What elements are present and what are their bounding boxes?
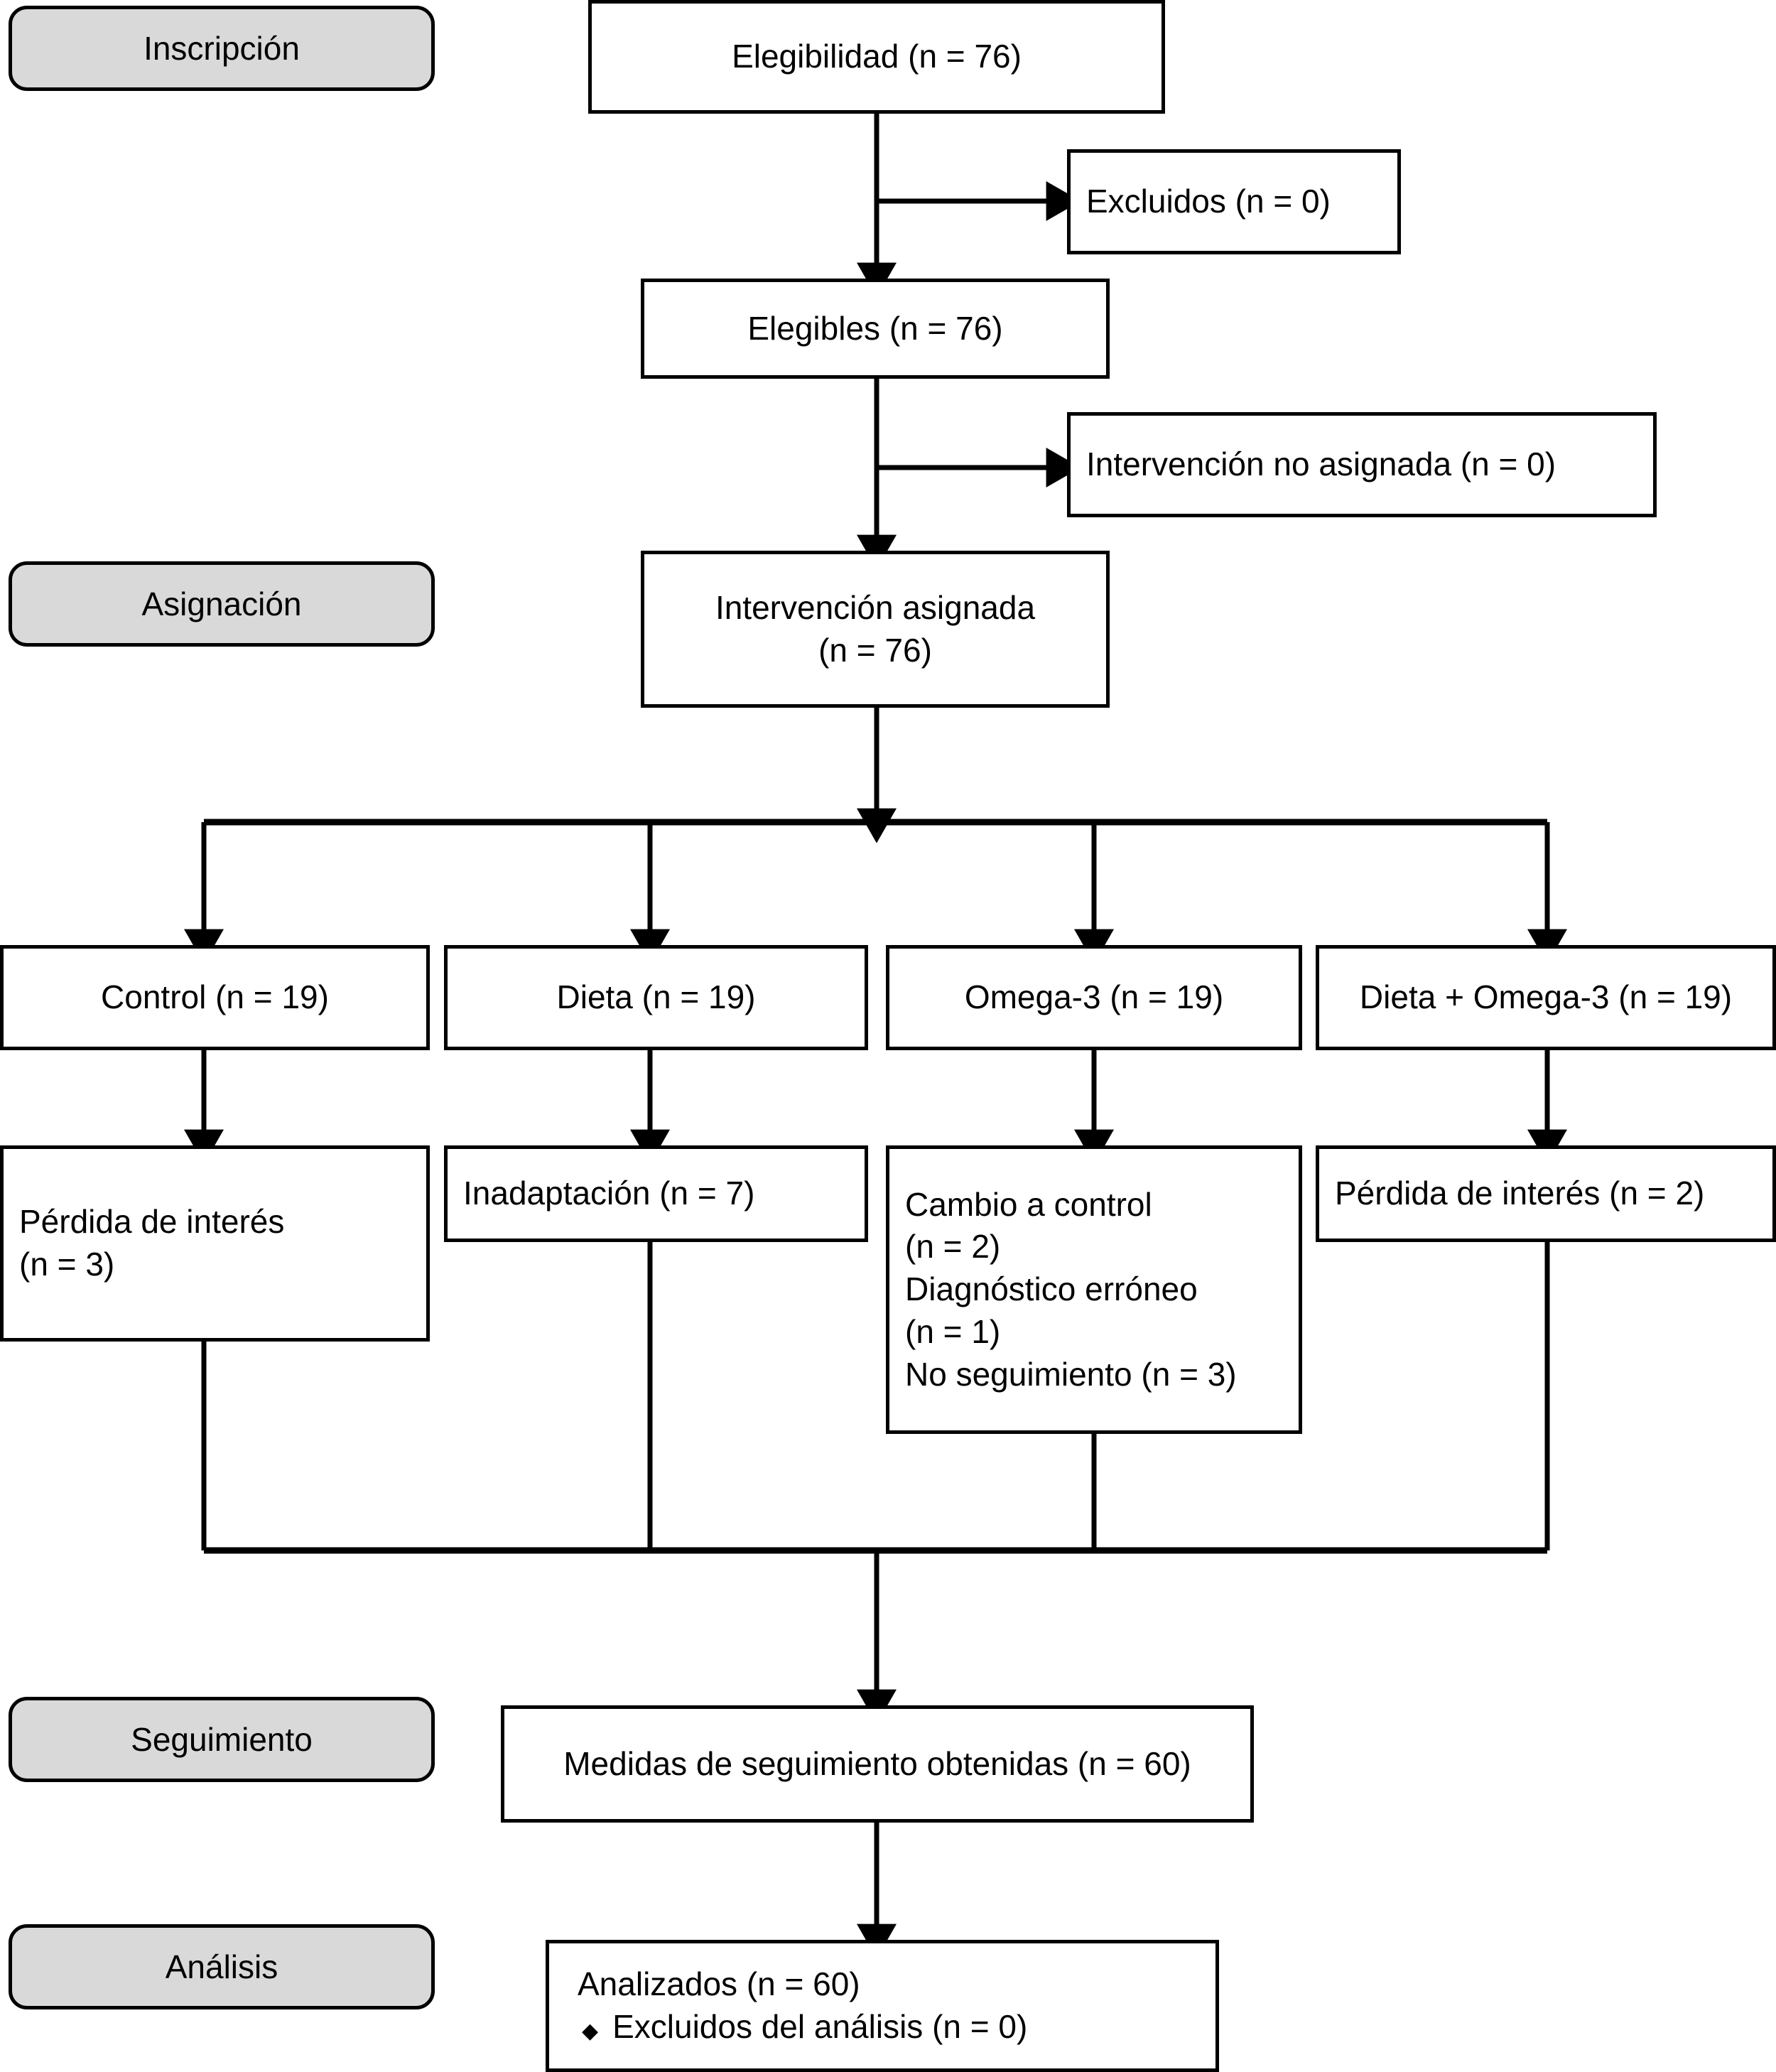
node-excluded-line1: Excluidos (n = 0) xyxy=(1086,183,1331,220)
node-eligibility-line1: Elegibilidad (n = 76) xyxy=(732,38,1022,75)
node-assigned-line2: (n = 76) xyxy=(818,631,932,669)
node-assigned: Intervención asignada (n = 76) xyxy=(641,551,1110,708)
node-group-diet-omega3: Dieta + Omega-3 (n = 19) xyxy=(1316,945,1776,1050)
node-drop-omega3-line3: Diagnóstico erróneo xyxy=(905,1270,1198,1308)
node-drop-diet: Inadaptación (n = 7) xyxy=(444,1145,868,1242)
node-drop-diet-omega3: Pérdida de interés (n = 2) xyxy=(1316,1145,1776,1242)
stage-label-seguimiento: Seguimiento xyxy=(9,1697,435,1782)
node-group-omega3-line1: Omega-3 (n = 19) xyxy=(964,978,1224,1016)
stage-label-asignacion-text: Asignación xyxy=(141,586,302,622)
stage-label-asignacion: Asignación xyxy=(9,561,435,647)
node-group-diet-omega3-line1: Dieta + Omega-3 (n = 19) xyxy=(1359,978,1733,1016)
node-analyzed-bullet-row: ◆ Excluidos del análisis (n = 0) xyxy=(578,2006,1027,2049)
node-group-diet: Dieta (n = 19) xyxy=(444,945,868,1050)
node-drop-diet-line1: Inadaptación (n = 7) xyxy=(463,1175,755,1212)
node-followup: Medidas de seguimiento obtenidas (n = 60… xyxy=(501,1705,1254,1823)
node-drop-omega3-line4: (n = 1) xyxy=(905,1312,1001,1350)
stage-label-inscripcion-text: Inscripción xyxy=(144,30,300,67)
stage-label-inscripcion: Inscripción xyxy=(9,6,435,91)
node-drop-control-line1: Pérdida de interés xyxy=(19,1203,285,1241)
node-drop-control-line2: (n = 3) xyxy=(19,1246,115,1283)
node-drop-omega3-line1: Cambio a control xyxy=(905,1185,1152,1223)
node-eligible: Elegibles (n = 76) xyxy=(641,279,1110,379)
stage-label-analisis-text: Análisis xyxy=(165,1948,278,1985)
node-drop-control: Pérdida de interés (n = 3) xyxy=(0,1145,430,1342)
node-drop-diet-omega3-line1: Pérdida de interés (n = 2) xyxy=(1335,1175,1705,1212)
node-group-control: Control (n = 19) xyxy=(0,945,430,1050)
node-not-assigned-line1: Intervención no asignada (n = 0) xyxy=(1086,446,1556,483)
node-eligible-line1: Elegibles (n = 76) xyxy=(747,309,1003,347)
node-analyzed-line1: Analizados (n = 60) xyxy=(578,1965,860,2003)
node-drop-omega3: Cambio a control (n = 2) Diagnóstico err… xyxy=(886,1145,1302,1434)
node-group-omega3: Omega-3 (n = 19) xyxy=(886,945,1302,1050)
node-group-diet-line1: Dieta (n = 19) xyxy=(556,978,756,1016)
stage-label-seguimiento-text: Seguimiento xyxy=(131,1721,313,1758)
stage-label-analisis: Análisis xyxy=(9,1924,435,2009)
node-not-assigned: Intervención no asignada (n = 0) xyxy=(1067,412,1657,517)
diamond-bullet-icon: ◆ xyxy=(582,2019,599,2043)
node-analyzed-line2: Excluidos del análisis (n = 0) xyxy=(612,2008,1028,2045)
node-analyzed: Analizados (n = 60) ◆ Excluidos del anál… xyxy=(546,1940,1219,2072)
node-drop-omega3-line2: (n = 2) xyxy=(905,1228,1001,1266)
node-group-control-line1: Control (n = 19) xyxy=(101,978,329,1016)
node-assigned-line1: Intervención asignada xyxy=(715,588,1036,626)
node-drop-omega3-line5: No seguimiento (n = 3) xyxy=(905,1355,1237,1393)
node-excluded: Excluidos (n = 0) xyxy=(1067,149,1401,254)
node-followup-line1: Medidas de seguimiento obtenidas (n = 60… xyxy=(563,1744,1191,1782)
node-eligibility: Elegibilidad (n = 76) xyxy=(588,0,1165,114)
